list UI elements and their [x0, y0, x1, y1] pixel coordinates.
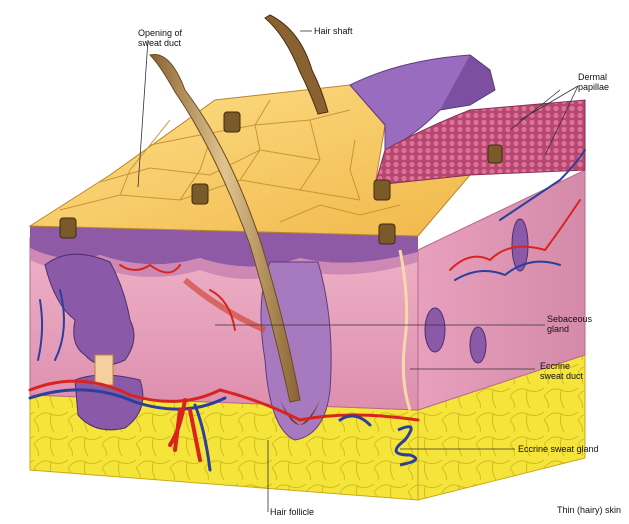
gland-duct-left: [95, 355, 113, 385]
label-opening-sweat-duct-line1: Opening of: [138, 28, 182, 38]
label-eccrine-sweat-gland: Eccrine sweat gland: [518, 444, 599, 454]
label-dermal-papillae-line1: Dermal: [578, 72, 609, 82]
label-opening-sweat-duct-line2: sweat duct: [138, 38, 182, 48]
label-sebaceous-gland-line2: gland: [547, 324, 592, 334]
label-sebaceous-gland-line1: Sebaceous: [547, 314, 592, 324]
label-sebaceous-gland: Sebaceous gland: [547, 314, 592, 334]
label-eccrine-sweat-duct-line1: Eccrine: [540, 361, 583, 371]
label-hair-shaft: Hair shaft: [314, 26, 353, 36]
label-dermal-papillae: Dermal papillae: [578, 72, 609, 92]
figure-caption: Thin (hairy) skin: [557, 505, 621, 515]
label-hair-follicle: Hair follicle: [270, 507, 314, 517]
label-eccrine-sweat-duct-line2: sweat duct: [540, 371, 583, 381]
label-opening-sweat-duct: Opening of sweat duct: [138, 28, 182, 48]
label-eccrine-sweat-duct: Eccrine sweat duct: [540, 361, 583, 381]
label-dermal-papillae-line2: papillae: [578, 82, 609, 92]
